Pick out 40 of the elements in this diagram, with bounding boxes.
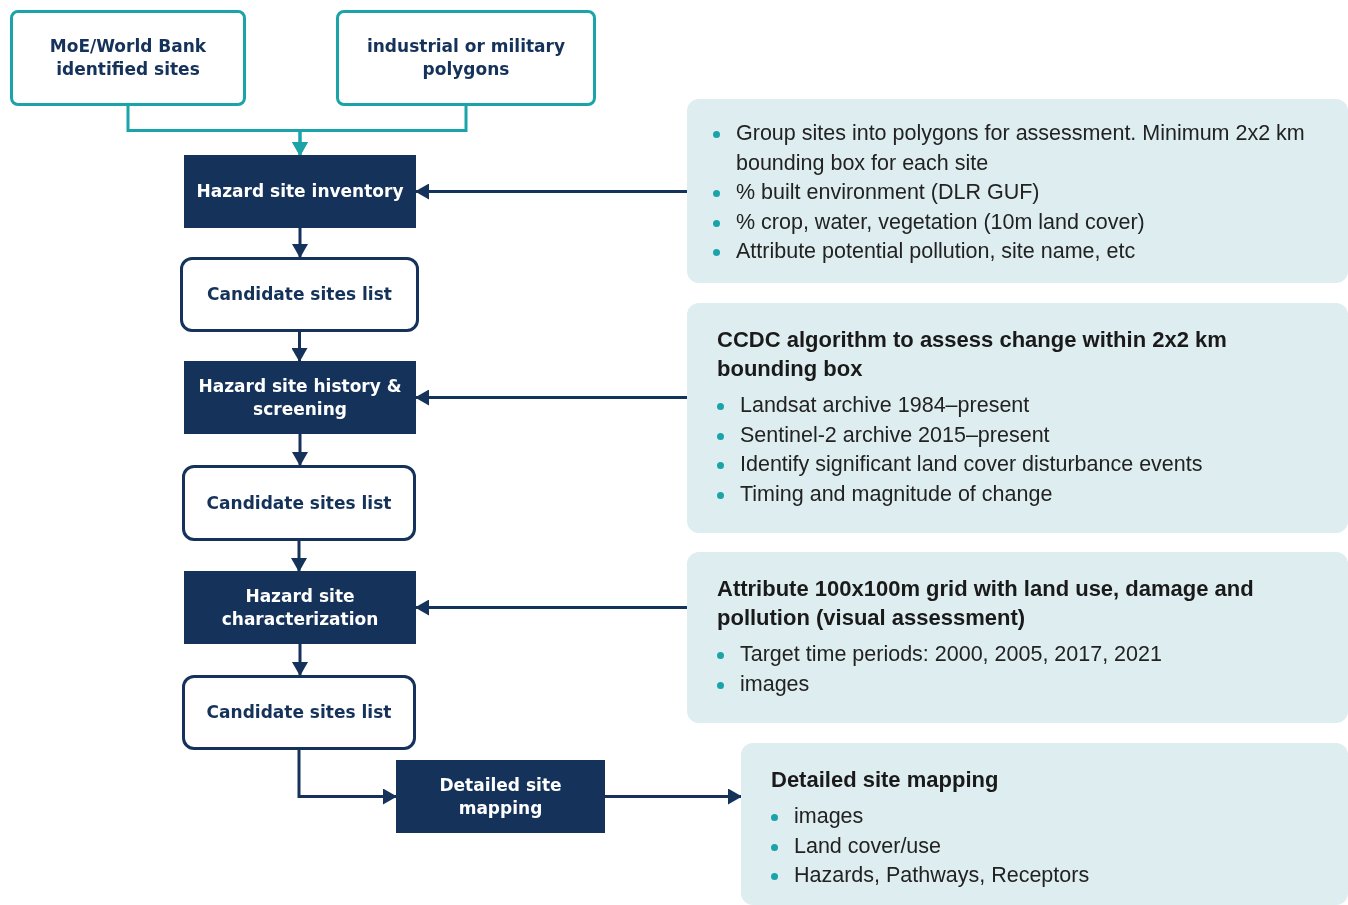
arrow [605,788,742,805]
bullet-text: images [740,670,811,698]
arrow [291,541,307,572]
panel-heading: Detailed site mapping [771,766,1000,794]
arrow [415,183,687,200]
bullet-text: Attribute potential pollution, site name, etc [736,238,1137,265]
bullet-text: Landsat archive 1984–present [740,392,1031,419]
process-box: Hazard site characterization [184,571,416,644]
arrow [292,644,308,676]
arrow [415,389,687,406]
bullet-text: Sentinel-2 archive 2015–present [740,421,1051,449]
info-panel [687,303,1348,533]
bullet-text: % built environment (DLR GUF) [736,179,1041,206]
bullet-text: images [794,803,865,830]
bullet-text: Timing and magnitude of change [740,480,1054,508]
bullet-text: % crop, water, vegetation (10m land cover) [736,208,1146,236]
source-box: MoE/World Bank identified sites [10,10,246,106]
process-box: Detailed site mapping [396,760,605,833]
process-box: Hazard site history & screening [184,361,416,434]
arrow [292,106,468,156]
arrow [292,434,308,466]
arrow [291,332,308,362]
list-box: Candidate sites list [182,675,416,750]
arrow [415,599,687,616]
info-panel [687,552,1348,723]
arrow [297,750,397,805]
panel-heading: CCDC algorithm to assess change within 2x2 km bounding box [717,326,1228,383]
bullet-text: Land cover/use [794,832,942,860]
bullet-text: Identify significant land cover disturbance events [740,451,1204,478]
list-box: Candidate sites list [182,465,416,541]
bullet-text: Group sites into polygons for assessment. Minimum 2x2 km bounding box for each site [736,120,1306,177]
source-box: industrial or military polygons [336,10,596,106]
info-panel [741,743,1348,905]
list-box: Candidate sites list [180,257,419,332]
bullet-text: Hazards, Pathways, Receptors [794,862,1091,889]
panel-heading: Attribute 100x100m grid with land use, damage and pollution (visual assessment) [717,575,1255,632]
process-box: Hazard site inventory [184,155,416,228]
info-panel [687,99,1348,283]
bullet-text: Target time periods: 2000, 2005, 2017, 2021 [740,641,1163,668]
arrow [292,228,308,258]
